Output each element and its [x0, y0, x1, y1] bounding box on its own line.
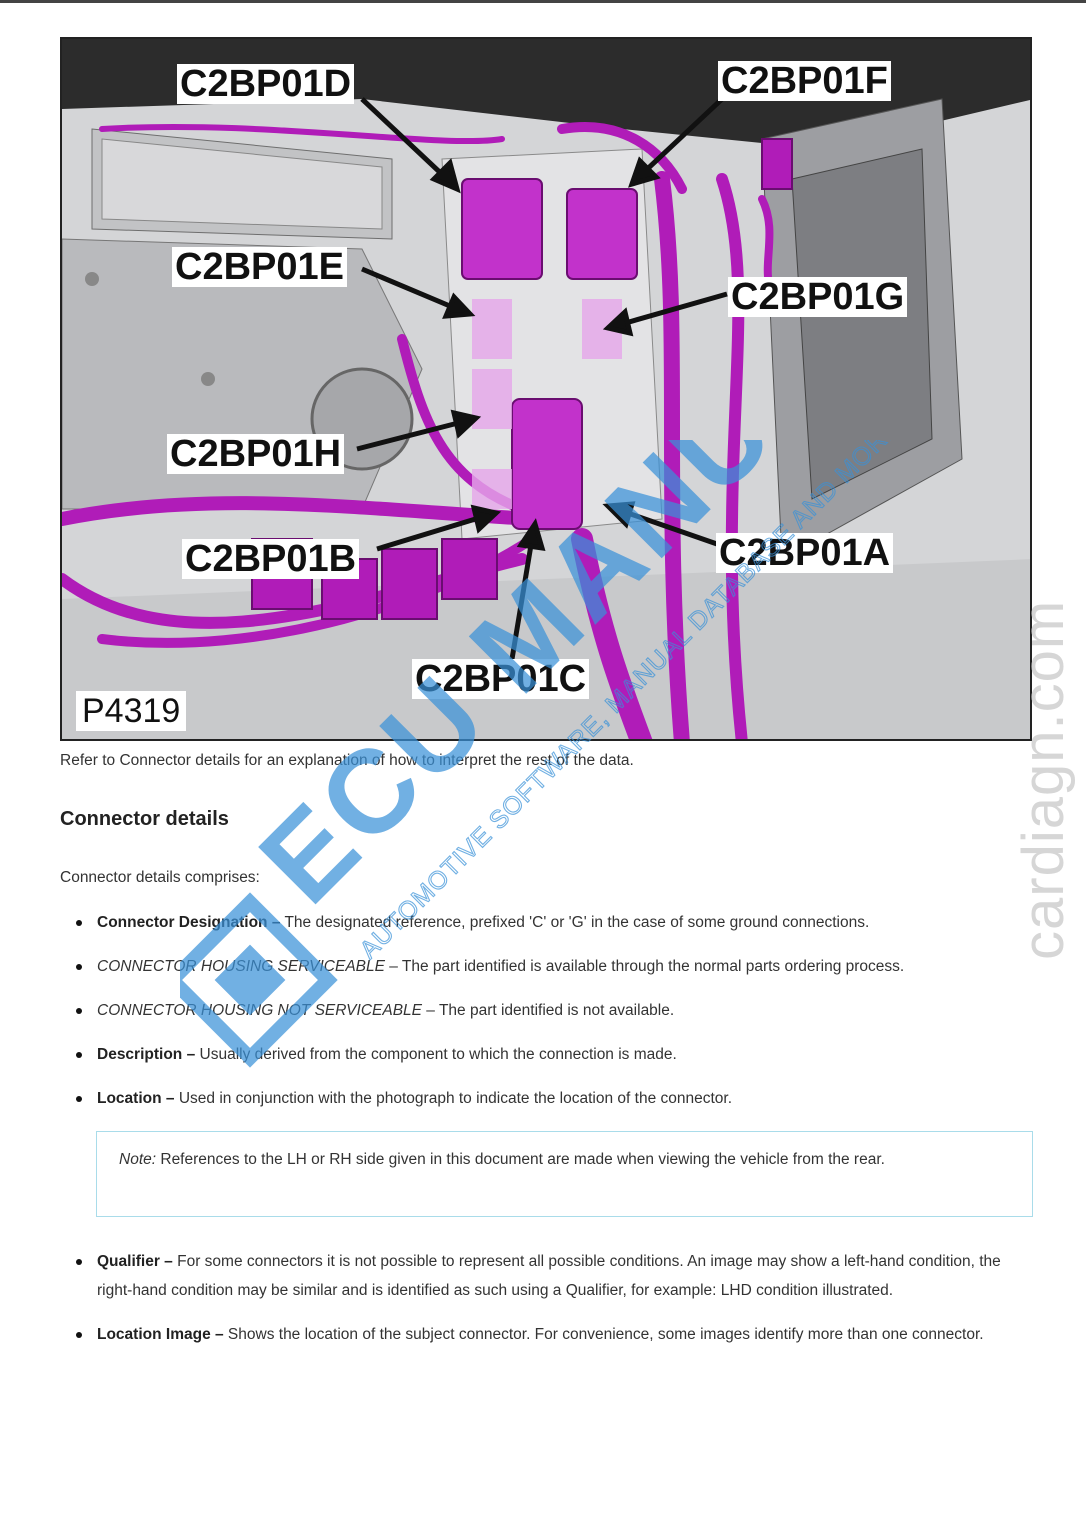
- list-item: Connector Designation – The designated r…: [60, 908, 1040, 937]
- list-item-text: Used in conjunction with the photograph …: [174, 1090, 733, 1107]
- list-item-term: Description –: [97, 1046, 196, 1063]
- list-item-term: Connector Designation –: [97, 914, 281, 931]
- list-item: CONNECTOR HOUSING SERVICEABLE – The part…: [60, 952, 1040, 981]
- list-item-term: CONNECTOR HOUSING SERVICEABLE: [97, 958, 385, 975]
- callout-c2bp01a: C2BP01A: [716, 533, 894, 573]
- note-label: Note:: [119, 1151, 157, 1168]
- list-item-term: Location –: [97, 1090, 175, 1107]
- top-rule: [0, 0, 1086, 3]
- list-item: CONNECTOR HOUSING NOT SERVICEABLE – The …: [60, 996, 1040, 1025]
- callout-c2bp01c: C2BP01C: [412, 659, 590, 699]
- note-text: References to the LH or RH side given in…: [156, 1151, 885, 1168]
- callout-c2bp01e: C2BP01E: [172, 247, 347, 287]
- list-item-term: Location Image –: [97, 1326, 224, 1343]
- list-item-text: Shows the location of the subject connec…: [223, 1326, 984, 1343]
- list-item-text: Usually derived from the component to wh…: [195, 1046, 677, 1063]
- details-list-continued: Qualifier – For some connectors it is no…: [60, 1247, 1040, 1364]
- side-watermark: cardiagn.com: [1011, 599, 1076, 960]
- details-list: Connector Designation – The designated r…: [60, 908, 1040, 1128]
- callout-c2bp01b: C2BP01B: [182, 539, 360, 579]
- list-item-text: – The part identified is not available.: [422, 1002, 675, 1019]
- list-item: Qualifier – For some connectors it is no…: [60, 1247, 1040, 1305]
- figure-caption: Refer to Connector details for an explan…: [60, 752, 634, 769]
- figure-number: P4319: [76, 691, 187, 731]
- list-item-text: For some connectors it is not possible t…: [97, 1253, 1001, 1299]
- vehicle-harness-illustration: [62, 39, 1030, 739]
- location-image: C2BP01D C2BP01F C2BP01E C2BP01G C2BP01H …: [60, 37, 1032, 741]
- callout-c2bp01d: C2BP01D: [177, 64, 355, 104]
- note-box: Note: References to the LH or RH side gi…: [96, 1131, 1033, 1217]
- list-item: Location Image – Shows the location of t…: [60, 1320, 1040, 1349]
- list-item-term: Qualifier –: [97, 1253, 173, 1270]
- callout-c2bp01h: C2BP01H: [167, 434, 345, 474]
- list-item-text: The designated reference, prefixed 'C' o…: [280, 914, 870, 931]
- callout-c2bp01f: C2BP01F: [718, 61, 891, 101]
- list-item: Description – Usually derived from the c…: [60, 1040, 1040, 1069]
- list-item-term: CONNECTOR HOUSING NOT SERVICEABLE: [97, 1002, 422, 1019]
- intro-text: Connector details comprises:: [60, 869, 260, 886]
- list-item-text: – The part identified is available throu…: [384, 958, 905, 975]
- callout-c2bp01g: C2BP01G: [728, 277, 908, 317]
- section-heading: Connector details: [60, 808, 229, 830]
- list-item: Location – Used in conjunction with the …: [60, 1084, 1040, 1113]
